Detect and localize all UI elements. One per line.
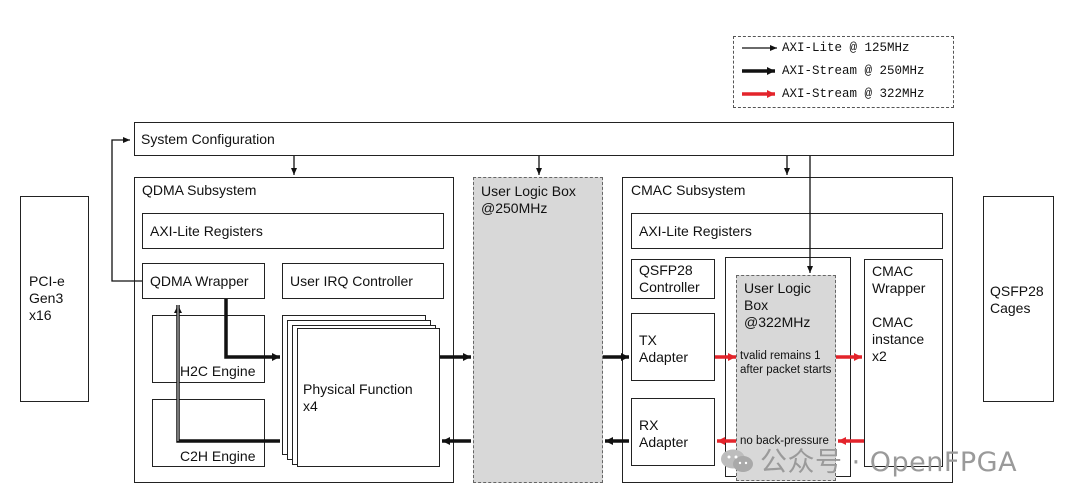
legend-axi-stream-250-label: AXI-Stream @ 250MHz bbox=[782, 64, 925, 78]
qsfp28-controller-label: QSFP28 Controller bbox=[639, 262, 700, 295]
legend-axi-lite-label: AXI-Lite @ 125MHz bbox=[782, 41, 910, 55]
rx-adapter-label: RX Adapter bbox=[639, 417, 689, 450]
tvalid-note: tvalid remains 1 after packet starts bbox=[740, 350, 832, 376]
physical-function-block bbox=[297, 328, 440, 467]
c2h-engine-label: C2H Engine bbox=[180, 448, 256, 464]
pcie-block bbox=[20, 196, 89, 402]
physical-function-label: Physical Function x4 bbox=[303, 381, 413, 414]
user-logic-box-322 bbox=[736, 275, 836, 481]
watermark: 公众号 · OpenFPGA bbox=[720, 440, 1017, 479]
system-configuration-label: System Configuration bbox=[141, 131, 275, 147]
qsfp28-cages-block bbox=[983, 196, 1054, 402]
rx-adapter-block bbox=[631, 398, 715, 466]
user-logic-box-250-label: User Logic Box @250MHz bbox=[481, 183, 576, 216]
qdma-axi-lite-registers bbox=[142, 213, 444, 249]
legend-axi-stream-322-label: AXI-Stream @ 322MHz bbox=[782, 87, 925, 101]
wechat-icon bbox=[720, 448, 754, 474]
cmac-axi-lite-registers-label: AXI-Lite Registers bbox=[639, 223, 752, 239]
watermark-text: 公众号 · OpenFPGA bbox=[760, 447, 1018, 478]
tx-adapter-label: TX Adapter bbox=[639, 332, 689, 365]
qsfp28-controller-block bbox=[631, 259, 715, 299]
user-logic-box-250 bbox=[473, 177, 603, 483]
user-irq-controller-block bbox=[282, 263, 444, 299]
qdma-wrapper-block bbox=[142, 263, 265, 299]
tx-adapter-block bbox=[631, 313, 715, 381]
cmac-wrapper-label: CMAC Wrapper CMAC instance x2 bbox=[872, 263, 926, 364]
cmac-wrapper-block bbox=[864, 259, 943, 467]
h2c-engine-label: H2C Engine bbox=[180, 363, 256, 379]
system-configuration-block bbox=[134, 122, 954, 156]
qdma-axi-lite-registers-label: AXI-Lite Registers bbox=[150, 223, 263, 239]
qsfp28-cages-label: QSFP28 Cages bbox=[990, 283, 1044, 316]
user-logic-box-322-label: User Logic Box @322MHz bbox=[744, 280, 811, 330]
cmac-subsystem-label: CMAC Subsystem bbox=[631, 182, 746, 198]
no-back-pressure-note: no back-pressure bbox=[740, 435, 829, 447]
cmac-axi-lite-registers bbox=[631, 213, 943, 249]
qdma-wrapper-label: QDMA Wrapper bbox=[150, 273, 249, 289]
user-irq-controller-label: User IRQ Controller bbox=[290, 273, 413, 289]
qdma-subsystem-label: QDMA Subsystem bbox=[142, 182, 257, 198]
pcie-label: PCI-e Gen3 x16 bbox=[29, 273, 65, 323]
